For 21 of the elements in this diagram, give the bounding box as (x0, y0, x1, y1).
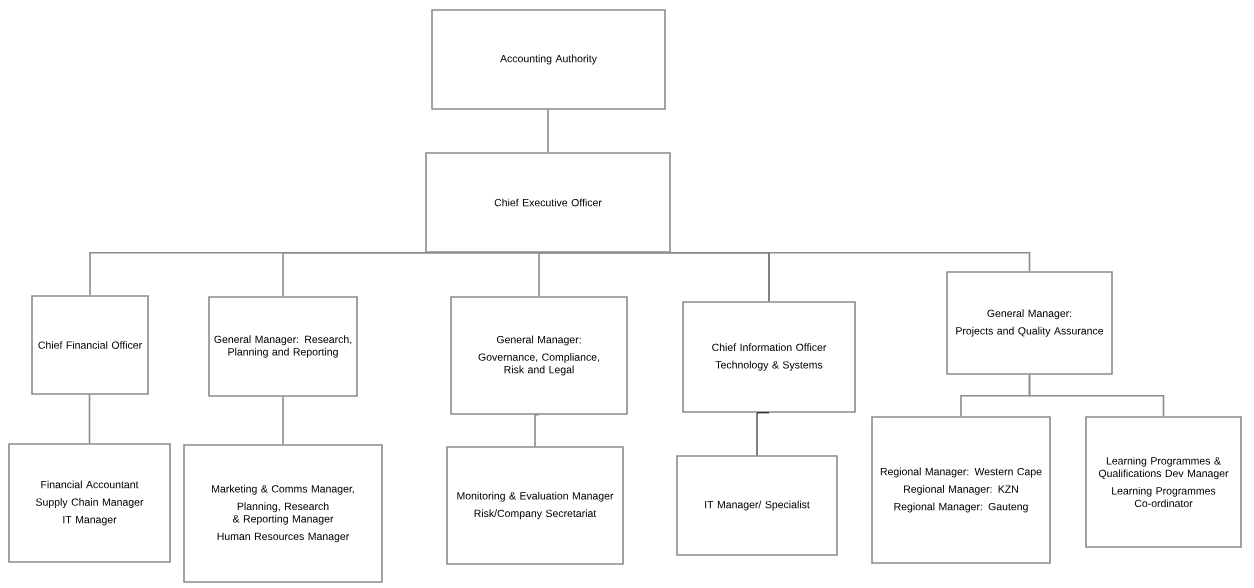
org-box: General Manager: Research, Planning and Reporting (208, 296, 358, 397)
org-box: Marketing & Comms Manager, Planning, Research & Reporting Manager Human Resources Manager (183, 444, 383, 583)
org-box: Accounting Authority (431, 9, 666, 110)
org-box: Regional Manager: Western Cape Regional Manager: KZN Regional Manager: Gauteng (871, 416, 1051, 564)
connector (547, 109, 550, 153)
org-box: IT Manager/ Specialist (676, 455, 838, 556)
org-box: Financial Accountant Supply Chain Manager IT Manager (8, 443, 171, 563)
org-box: Chief Information Officer Technology & Systems (682, 301, 856, 413)
org-box: Chief Executive Officer (425, 152, 671, 253)
connector (282, 396, 284, 445)
org-box: General Manager: Projects and Quality Assurance (946, 271, 1113, 375)
org-box: Chief Financial Officer (31, 295, 149, 395)
connector (538, 252, 549, 297)
connector (1028, 374, 1165, 417)
org-box: Monitoring & Evaluation Manager Risk/Company Secretariat (446, 446, 624, 565)
connector (88, 394, 91, 444)
org-box: General Manager: Governance, Compliance, Risk and Legal (450, 296, 628, 415)
connector (756, 412, 770, 456)
connector (534, 414, 540, 447)
org-box: Learning Programmes & Qualifications Dev Manager Learning Programmes Co-ordinator (1085, 416, 1242, 548)
connector (547, 252, 1031, 272)
